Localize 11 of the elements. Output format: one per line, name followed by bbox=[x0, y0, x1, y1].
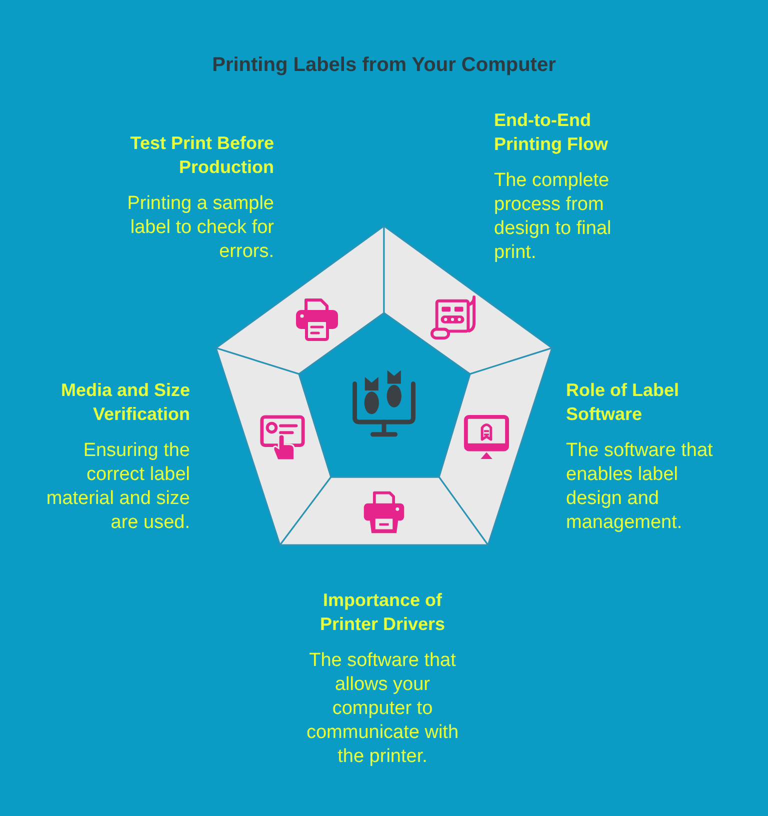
description-text: Printing a sample label to check for errors. bbox=[126, 192, 274, 264]
description-text: Ensuring the correct label material and size are used. bbox=[45, 439, 190, 535]
section-heading: Role of Label Software bbox=[566, 379, 680, 426]
title: Printing Labels from Your Computer bbox=[212, 53, 556, 78]
description-text: The software that allows your computer to communicate with the printer. bbox=[306, 649, 460, 769]
section-heading: Importance of Printer Drivers bbox=[319, 589, 446, 636]
section-heading: End-to-End Printing Flow bbox=[494, 109, 609, 156]
section-heading: Media and Size Verification bbox=[60, 379, 190, 426]
description-text: The complete process from design to final print. bbox=[494, 169, 612, 265]
description-text: The software that enables label design and management. bbox=[566, 439, 714, 535]
section-heading: Test Print Before Production bbox=[129, 132, 274, 179]
